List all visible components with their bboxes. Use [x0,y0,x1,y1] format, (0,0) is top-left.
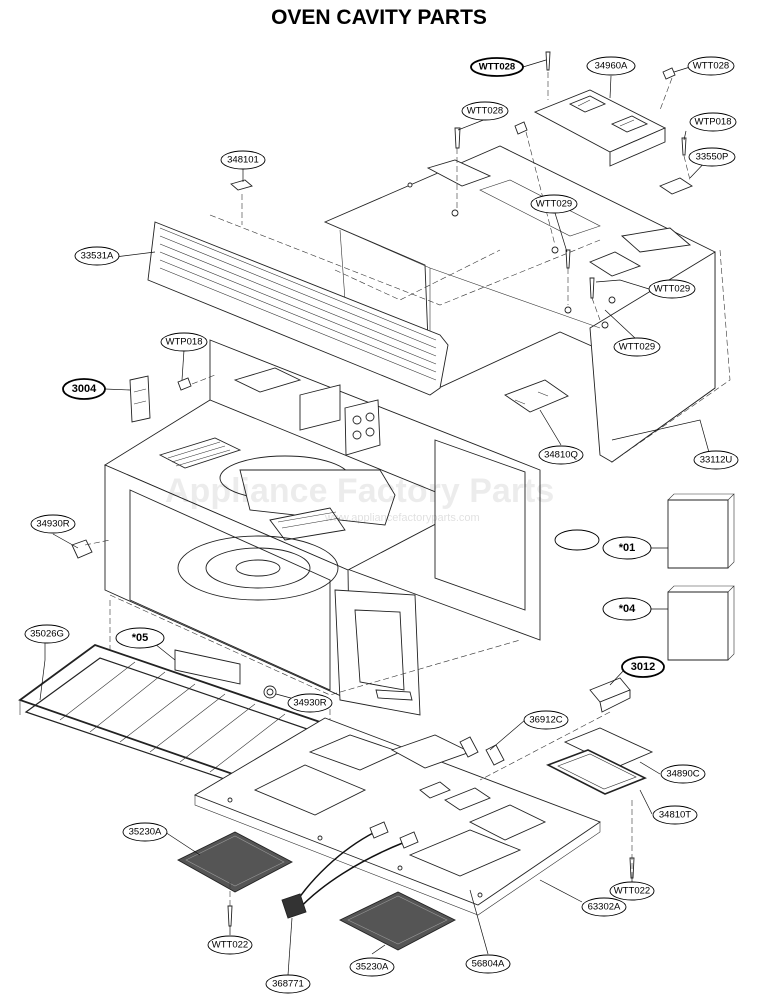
callout-label: WTT029 [619,342,655,353]
callout-label: *01 [619,542,636,554]
knob-left [71,539,93,559]
base-plate [193,717,601,916]
lamp-holder [546,749,647,795]
callout-label: 35230A [129,827,162,838]
manual-box-01 [667,493,735,569]
manual-box-04 [667,585,735,661]
roller-bottom [263,685,277,699]
callout-label: 34890C [666,769,699,780]
callout-35026g: 35026G [24,624,70,644]
callout-label: 34810T [659,810,691,821]
callout-label: 3004 [72,383,97,395]
callout-wtt028-top: WTT028 [470,57,524,77]
callout-34810t: 34810T [652,805,698,825]
callout-34930r-bottom: 34930R [287,693,333,713]
callout-wtt022-right: WTT022 [609,881,655,901]
inner-cavity [104,339,541,716]
bracket-clip [659,177,693,195]
callout-35230a-left: 35230A [122,822,168,842]
callout-label: WTT029 [536,199,572,210]
callout-label: 34930R [293,698,326,709]
callout-35230a-bottom: 35230A [349,957,395,977]
callout-34890c: 34890C [660,764,706,784]
callout-34930r-left: 34930R [30,514,76,534]
callout-33112u: 33112U [693,450,739,470]
callout-label: WTP018 [166,337,203,348]
callout-label: 3012 [631,661,655,673]
callout-label: WTT028 [479,62,515,73]
callout-label: *04 [619,603,636,615]
callout-star04: *04 [602,597,652,621]
callout-label: 63302A [588,902,621,913]
callout-34810q: 34810Q [538,445,584,465]
callout-label: 368771 [272,979,304,990]
callout-label: *05 [132,632,149,644]
callout-label: WTP018 [695,117,732,128]
callout-label: 33112U [700,455,733,466]
callout-label: 34930R [36,519,69,530]
callout-label: WTT028 [693,61,729,72]
callout-63302a: 63302A [581,897,627,917]
callout-wtt022-left: WTT022 [207,935,253,955]
assembly-lines [84,72,731,906]
callout-star05: *05 [115,627,165,649]
callout-wtt029-b: WTT029 [648,279,696,299]
callout-33531a: 33531A [74,246,120,266]
grease-filter-right [338,891,456,951]
callout-36912c: 36912C [523,710,569,730]
callout-label: WTT022 [212,940,248,951]
callout-56804a: 56804A [465,954,511,974]
callout-label: 34960A [595,61,628,72]
callout-3004: 3004 [62,378,106,400]
callout-label: 35026G [30,629,64,640]
side-bracket [129,375,151,423]
callout-wtt028-right: WTT028 [687,56,735,76]
lamp-socket [589,677,631,713]
callout-label: 33550P [696,152,729,163]
callout-label: 56804A [472,959,505,970]
callout-label: 348101 [227,155,259,166]
callout-wtp018-right: WTP018 [689,112,737,132]
wire-harness [281,821,419,919]
outer-case [323,145,716,463]
callout-wtt029-a: WTT029 [530,194,578,214]
callout-label: 35230A [356,962,389,973]
callout-label: WTT028 [467,106,503,117]
callout-label: 34810Q [544,450,578,461]
diagram-title: OVEN CAVITY PARTS [271,6,487,29]
callout-wtt029-c: WTT029 [613,337,661,357]
callout-blank [554,529,600,551]
watermark-url: www.appliancefactoryparts.com [324,512,480,524]
lamp-bulbs [459,736,505,766]
callout-star01: *01 [602,536,652,560]
grease-filter-left [177,831,293,893]
callout-label: 33531A [81,251,114,262]
callout-368771: 368771 [265,974,311,994]
callout-label: WTT022 [614,886,650,897]
callout-34960a: 34960A [586,56,636,76]
watermark-brand: Appliance Factory Parts [165,472,554,510]
callout-wtt028-mid: WTT028 [461,101,509,121]
callout-wtp018-left: WTP018 [160,332,208,352]
callout-label: 36912C [529,715,562,726]
callout-348101: 348101 [220,150,266,170]
callout-label: WTT029 [654,284,690,295]
screws [177,51,687,927]
clip-part [230,179,253,225]
callout-33550p: 33550P [688,147,736,167]
front-grille [147,214,601,396]
callout-3012: 3012 [621,656,665,678]
top-bracket [533,89,667,167]
